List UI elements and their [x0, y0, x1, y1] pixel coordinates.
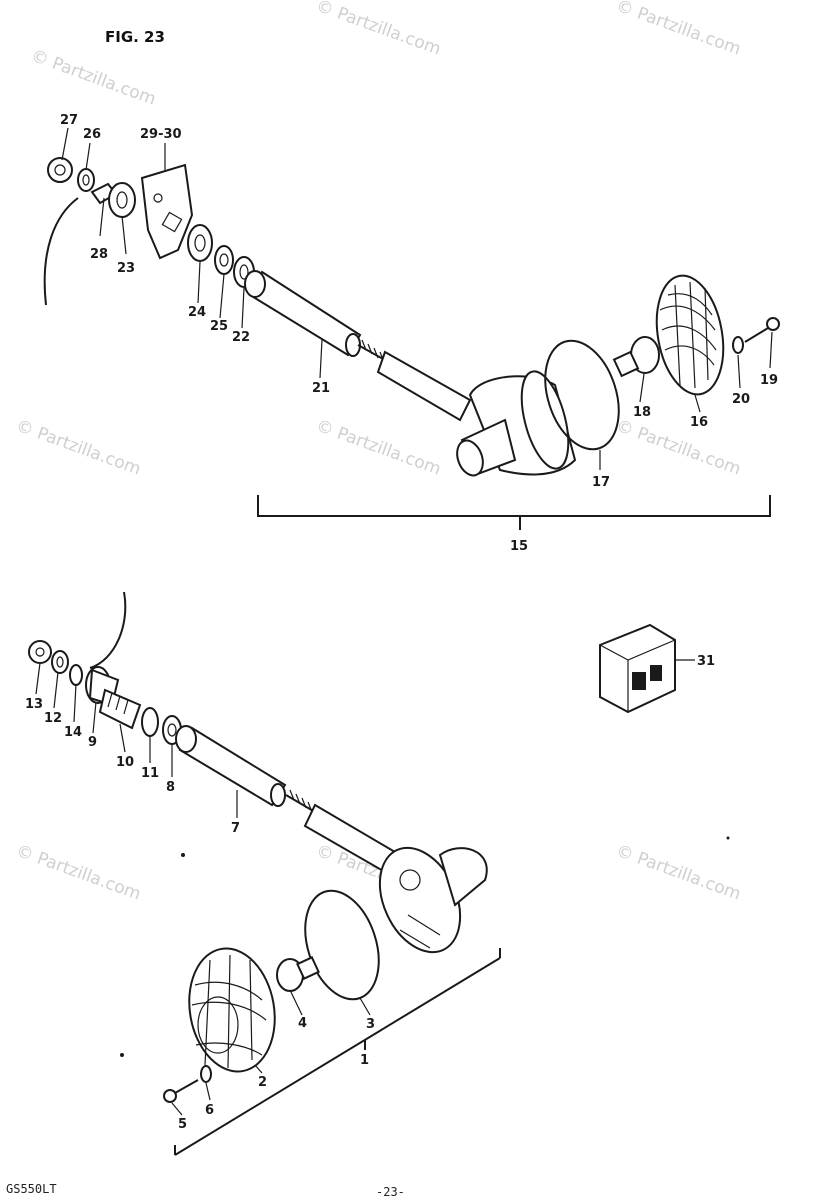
screw-5	[163, 1079, 199, 1103]
callout-18: 18	[633, 405, 651, 420]
bracket-29-30	[140, 163, 194, 260]
group-bracket-1	[174, 948, 501, 1156]
gasket-17	[544, 339, 620, 451]
callout-20: 20	[732, 392, 750, 407]
leader-lines-lower	[35, 662, 371, 1116]
footer-page: -23-	[376, 1185, 405, 1199]
callout-23: 23	[117, 261, 135, 276]
callout-5: 5	[178, 1117, 187, 1132]
washer-11	[141, 707, 159, 737]
watermark-4: © Partzilla.com	[13, 416, 143, 480]
lens-16	[655, 274, 725, 396]
callout-22: 22	[232, 330, 250, 345]
callout-6: 6	[205, 1103, 214, 1118]
callout-27: 27	[60, 113, 78, 128]
callout-16: 16	[690, 415, 708, 430]
callout-1: 1	[360, 1053, 369, 1068]
callout-7: 7	[231, 821, 240, 836]
washer-12	[51, 650, 69, 674]
callout-11: 11	[141, 766, 159, 781]
stem-21	[244, 270, 362, 357]
upper-turn-signal-assembly	[43, 157, 780, 530]
washer-24	[187, 224, 213, 262]
callout-2: 2	[258, 1075, 267, 1090]
callout-13: 13	[25, 697, 43, 712]
watermark-7: © Partzilla.com	[13, 841, 143, 905]
flasher-relay-31	[599, 623, 695, 714]
callout-4: 4	[298, 1016, 307, 1031]
watermark-3: © Partzilla.com	[613, 0, 743, 60]
bulb-18	[612, 336, 660, 378]
washer-26	[77, 168, 95, 192]
lower-housing	[303, 803, 488, 954]
group-bracket-15	[257, 495, 771, 530]
figure-title: FIG. 23	[105, 28, 165, 46]
washer-23	[108, 182, 136, 218]
callout-26: 26	[83, 127, 101, 142]
screw-19	[744, 317, 780, 343]
callout-25: 25	[210, 319, 228, 334]
spacer-10	[98, 688, 142, 730]
lower-bolt	[285, 794, 316, 813]
gasket-3	[304, 889, 380, 1001]
washer-6	[200, 1065, 212, 1083]
washer-25	[214, 245, 234, 275]
nut-13	[28, 640, 52, 664]
callout-15: 15	[510, 539, 528, 554]
washer-20	[732, 336, 744, 354]
watermark-5: © Partzilla.com	[313, 416, 443, 480]
leader-lines-upper	[61, 127, 773, 470]
watermark-9: © Partzilla.com	[613, 841, 743, 905]
nut-27	[47, 157, 73, 183]
footer-model: GS550LT	[6, 1182, 57, 1196]
callout-19: 19	[760, 373, 778, 388]
callout-3: 3	[366, 1017, 375, 1032]
callout-29-30: 29-30	[140, 127, 182, 142]
callout-17: 17	[592, 475, 610, 490]
callout-14: 14	[64, 725, 82, 740]
callout-21: 21	[312, 381, 330, 396]
bulb-4	[276, 956, 320, 992]
stem-7	[175, 725, 287, 807]
speck	[120, 1053, 124, 1057]
lower-turn-signal-assembly	[28, 591, 501, 1156]
callout-12: 12	[44, 711, 62, 726]
speck	[181, 853, 185, 857]
callout-28: 28	[90, 247, 108, 262]
watermark-6: © Partzilla.com	[613, 416, 743, 480]
callout-10: 10	[116, 755, 134, 770]
washer-14	[69, 664, 83, 686]
callout-31: 31	[697, 654, 715, 669]
watermark-1: © Partzilla.com	[28, 46, 158, 110]
callout-24: 24	[188, 305, 206, 320]
callout-8: 8	[166, 780, 175, 795]
speck	[726, 836, 730, 840]
lens-2	[188, 947, 276, 1073]
callout-9: 9	[88, 735, 97, 750]
watermark-2: © Partzilla.com	[313, 0, 443, 60]
